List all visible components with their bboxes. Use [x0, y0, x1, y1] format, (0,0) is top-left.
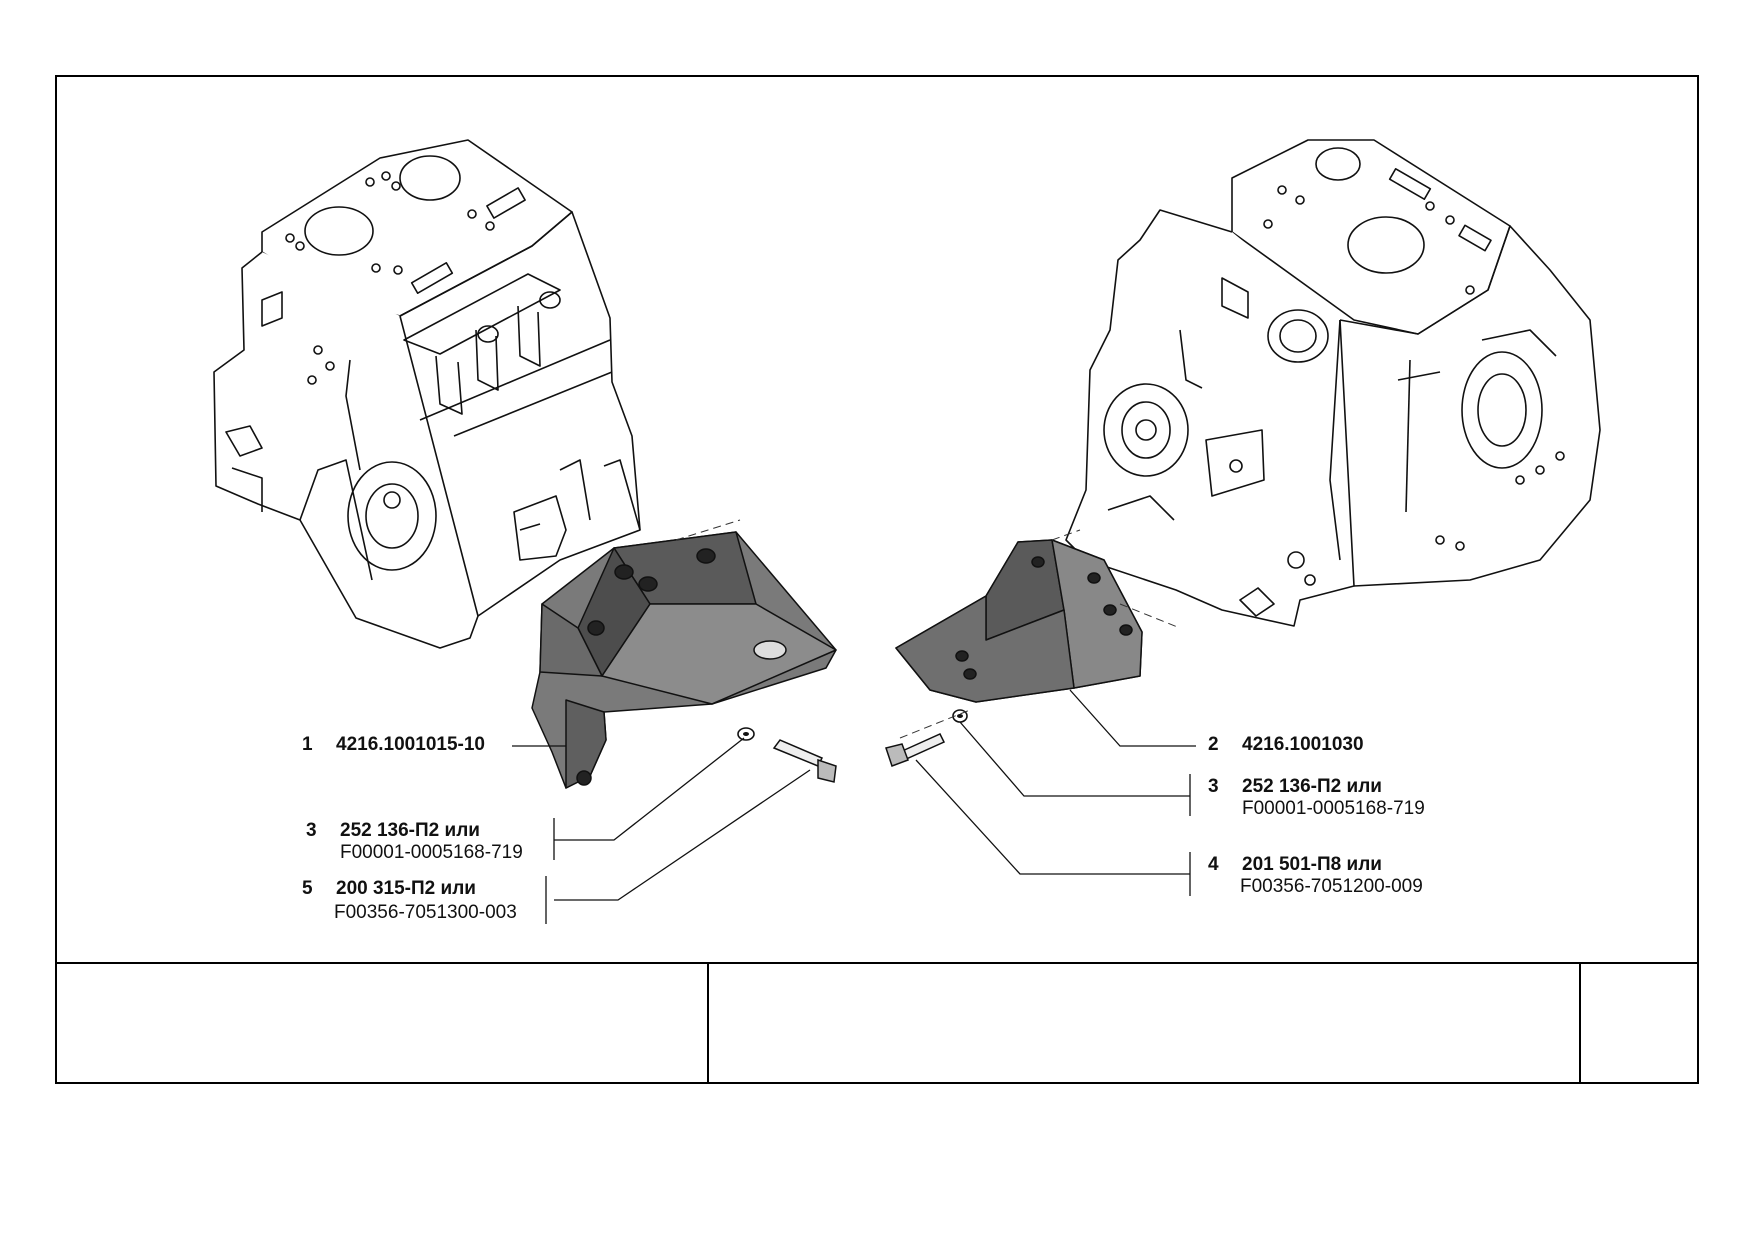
assembly-axis-lines: [675, 519, 1181, 739]
callout-number: 1: [302, 734, 313, 755]
callout-code: 252 136-П2 или: [340, 820, 480, 841]
title-block-cell-right: [1582, 965, 1696, 1081]
title-block-cell-left: [58, 965, 706, 1081]
washer-left: [737, 727, 755, 741]
bracket-part-2: [895, 539, 1143, 703]
callout-number: 4: [1208, 854, 1219, 875]
callout-number: 5: [302, 878, 313, 899]
callout-right-3: 3 252 136-П2 или: [1208, 776, 1382, 798]
bolt-right: [885, 733, 946, 767]
callout-right-2: 2 4216.1001030: [1208, 734, 1364, 756]
callout-left-3-alt: F00001-0005168-719: [340, 842, 523, 863]
bolt-left: [772, 739, 837, 783]
callout-left-1: 1 4216.1001015-10: [302, 734, 485, 756]
leader-lines: [512, 689, 1196, 924]
engine-block-left: [213, 139, 641, 649]
callout-left-5: 5 200 315-П2 или: [302, 878, 476, 900]
callout-right-4: 4 201 501-П8 или: [1208, 854, 1382, 876]
bracket-part-1: [531, 531, 837, 789]
callout-number: 3: [1208, 776, 1219, 797]
callout-code: 201 501-П8 или: [1242, 854, 1382, 875]
callout-number: 2: [1208, 734, 1219, 755]
callout-code: 252 136-П2 или: [1242, 776, 1382, 797]
callout-code: 4216.1001015-10: [336, 734, 485, 755]
callout-right-3-alt: F00001-0005168-719: [1242, 798, 1425, 819]
callout-code: 200 315-П2 или: [336, 878, 476, 899]
title-block-cell-middle: [710, 965, 1578, 1081]
sheet-frame: [55, 75, 1699, 1084]
callout-right-4-alt: F00356-7051200-009: [1240, 876, 1423, 897]
callout-number: 3: [306, 820, 317, 841]
engine-block-right: [1065, 139, 1601, 627]
callout-left-3: 3 252 136-П2 или: [306, 820, 480, 842]
callout-left-5-alt: F00356-7051300-003: [334, 902, 517, 923]
callout-code: 4216.1001030: [1242, 734, 1364, 755]
